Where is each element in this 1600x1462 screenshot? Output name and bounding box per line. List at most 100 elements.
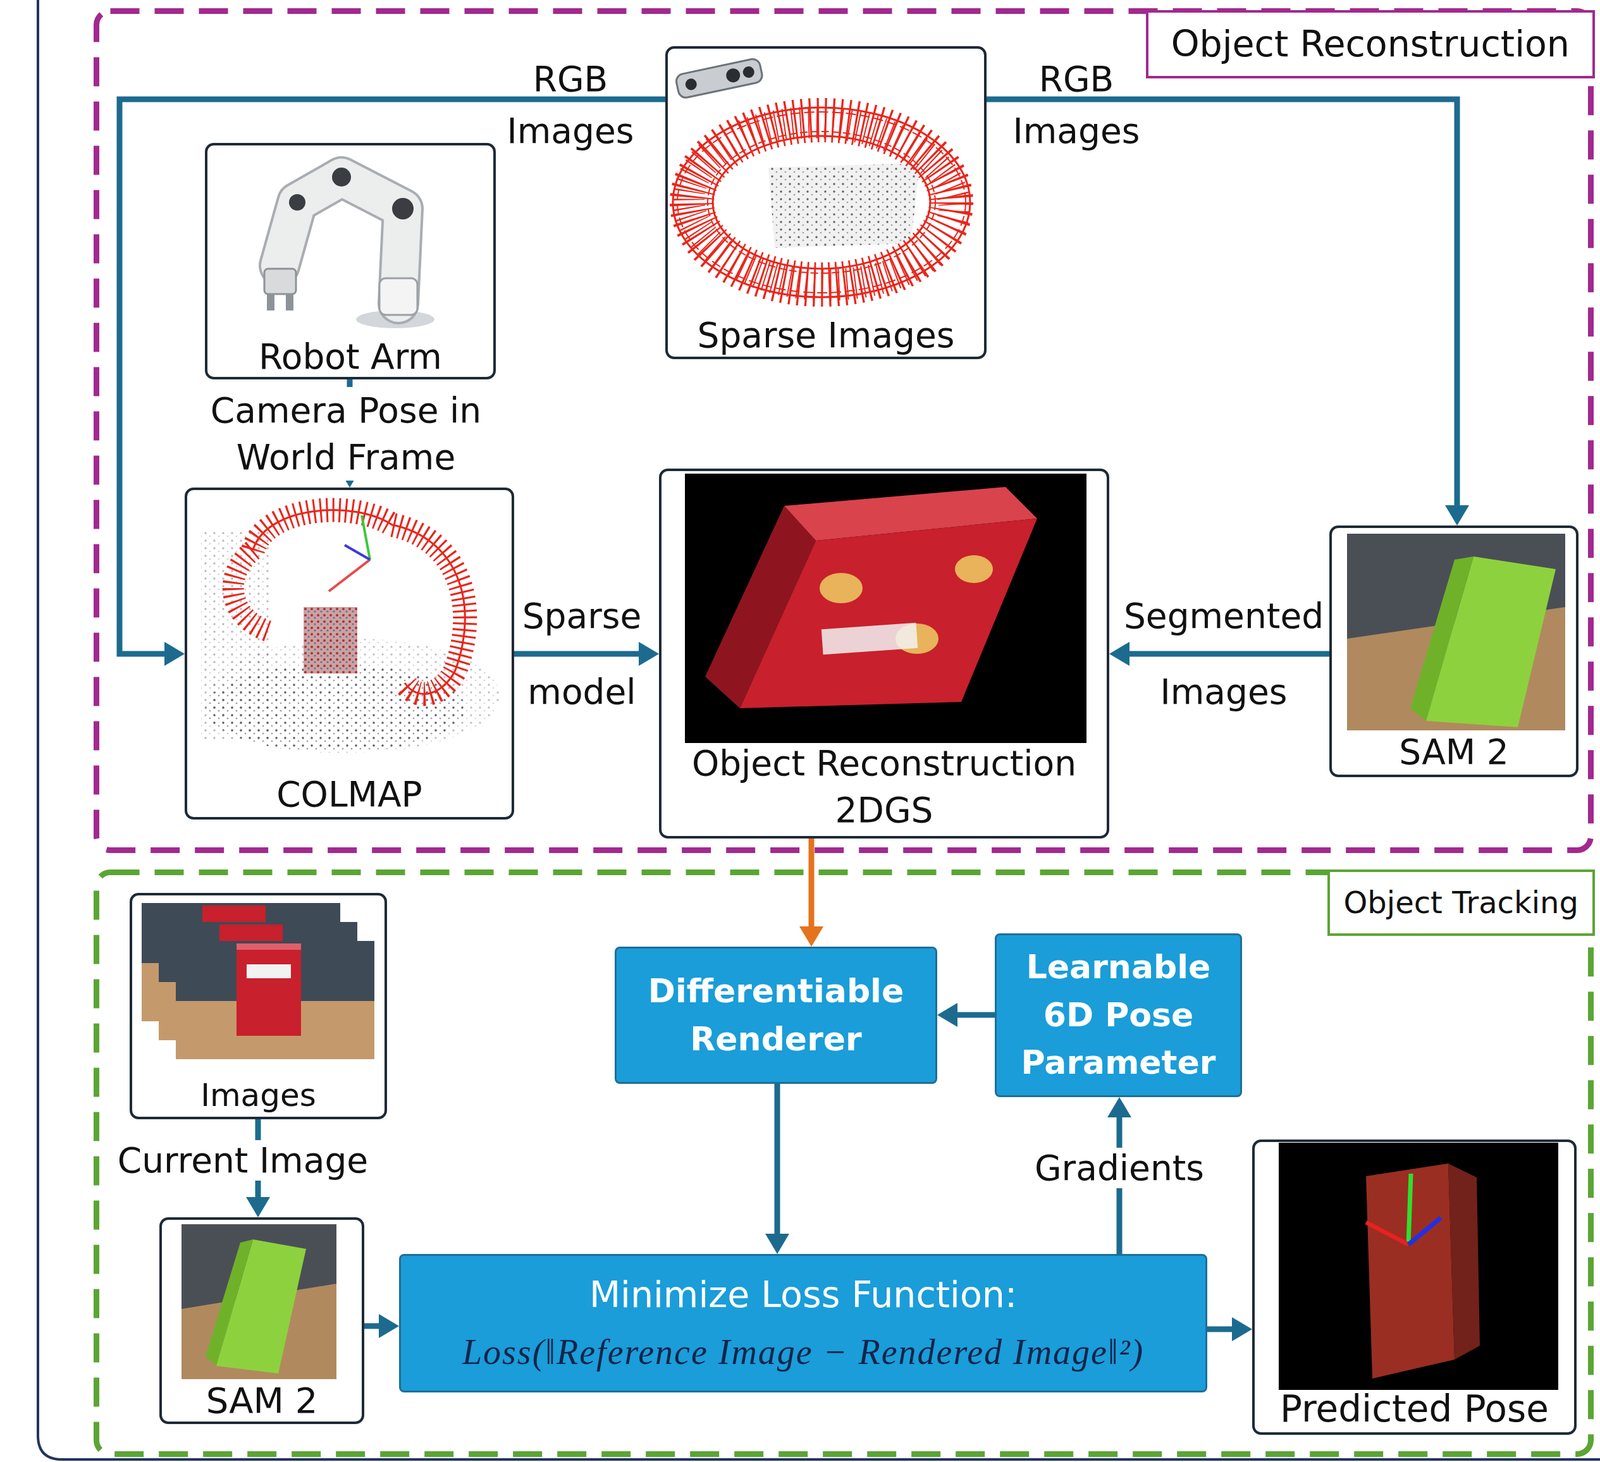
arm-joint bbox=[332, 167, 351, 187]
node-caption: SAM 2 bbox=[1398, 732, 1509, 772]
node-caption: COLMAP bbox=[276, 775, 423, 814]
image-box: Robot Arm bbox=[204, 142, 496, 380]
sparse-images-illustration bbox=[672, 57, 971, 298]
arrowhead bbox=[799, 926, 824, 947]
arrowhead bbox=[638, 641, 659, 666]
axis-z bbox=[1408, 1218, 1441, 1245]
cracker bbox=[819, 572, 863, 604]
predicted-pose-illustration bbox=[1278, 1142, 1559, 1391]
segmented-object-side bbox=[205, 1239, 253, 1367]
box-front-face bbox=[739, 518, 1038, 709]
box-side-face bbox=[1448, 1163, 1480, 1360]
edge-label: Gradients bbox=[1029, 1147, 1210, 1189]
connector-line bbox=[956, 1012, 995, 1019]
camera-body bbox=[674, 57, 764, 99]
render-background bbox=[684, 473, 1087, 744]
connector-line bbox=[808, 838, 815, 928]
sam2-bottom-illustration bbox=[181, 1224, 337, 1380]
node-caption: Images bbox=[200, 1078, 317, 1114]
edge-label-holder: Sparse model bbox=[512, 578, 652, 730]
group-heading: Object Tracking bbox=[1327, 869, 1595, 936]
arrowhead bbox=[246, 1197, 271, 1218]
edge-label: Current Image bbox=[112, 1140, 374, 1181]
process-box: Learnable 6D Pose Parameter bbox=[994, 933, 1243, 1098]
edge-label: Segmented Images bbox=[1116, 578, 1332, 730]
connector bbox=[765, 1083, 790, 1255]
camera-frustums bbox=[684, 115, 959, 292]
connector bbox=[364, 1314, 400, 1339]
gripper bbox=[264, 268, 296, 295]
edge-label-holder: RGB Images bbox=[994, 53, 1159, 157]
camera-lens bbox=[684, 77, 698, 92]
logo-band bbox=[821, 622, 918, 655]
arrowhead bbox=[1445, 505, 1470, 526]
frustum-ring bbox=[677, 111, 966, 293]
image-box: Images bbox=[129, 892, 388, 1120]
frustum-ring bbox=[712, 135, 931, 269]
axis-x bbox=[328, 559, 370, 592]
dashed-border bbox=[96, 11, 1592, 851]
scene-points-bg bbox=[768, 163, 921, 248]
outer-frame bbox=[37, 0, 1600, 1460]
connector-line bbox=[1207, 1326, 1234, 1333]
sam2-top-illustration bbox=[1347, 533, 1566, 731]
connector-line bbox=[514, 651, 640, 658]
camera-lens bbox=[741, 65, 756, 79]
process-label: Minimize Loss Function: bbox=[589, 1274, 1017, 1315]
edge-label-holder: Segmented Images bbox=[1116, 578, 1332, 730]
process-label: Differentiable Renderer bbox=[627, 967, 925, 1064]
connector-line bbox=[1128, 651, 1330, 658]
connector-line bbox=[364, 1323, 381, 1330]
image-box: SAM 2 bbox=[159, 1217, 365, 1425]
photo-background bbox=[1347, 533, 1566, 731]
scene-points bbox=[768, 163, 921, 248]
images-stack-illustration bbox=[141, 903, 375, 1060]
camera-trajectory bbox=[252, 510, 465, 695]
connector bbox=[119, 99, 666, 666]
node-caption: Sparse Images bbox=[696, 316, 955, 355]
box-top bbox=[236, 943, 302, 950]
connector bbox=[1207, 1317, 1253, 1342]
frustum-ring bbox=[672, 107, 971, 298]
node-caption: Predicted Pose bbox=[1280, 1389, 1549, 1430]
connector bbox=[986, 99, 1470, 526]
robot-arm-illustration bbox=[264, 167, 435, 329]
edge-label-holder: RGB Images bbox=[488, 53, 653, 157]
frustum-ring bbox=[707, 131, 936, 274]
edge-label: Sparse model bbox=[512, 578, 652, 730]
arrowhead bbox=[164, 641, 185, 666]
edge-label-holder: Current Image bbox=[112, 1140, 374, 1181]
gripper-finger bbox=[266, 294, 275, 311]
render-background bbox=[1278, 1142, 1559, 1391]
axis-x bbox=[1366, 1222, 1409, 1245]
colmap-illustration bbox=[201, 510, 500, 753]
image-box: COLMAP bbox=[184, 487, 515, 820]
formula: Loss(‖Reference Image − Rendered Image‖²… bbox=[462, 1333, 1145, 1373]
process-box: Minimize Loss Function: Loss(‖Reference I… bbox=[399, 1254, 1208, 1393]
process-box: Differentiable Renderer bbox=[614, 946, 938, 1084]
image-box: Sparse Images bbox=[665, 46, 987, 360]
object-points bbox=[303, 607, 358, 674]
group-heading: Object Reconstruction bbox=[1145, 10, 1595, 79]
edge-label: Camera Pose in World Frame bbox=[176, 387, 516, 481]
image-box: Object Reconstruction 2DGS bbox=[658, 468, 1110, 839]
box-front-face bbox=[1366, 1163, 1455, 1379]
axis-y bbox=[361, 515, 370, 560]
camera-trajectory bbox=[252, 510, 465, 695]
connector bbox=[937, 1003, 995, 1028]
connector bbox=[514, 641, 659, 666]
arrowhead bbox=[1107, 1097, 1132, 1118]
connector-line bbox=[986, 99, 1458, 507]
node-caption: SAM 2 bbox=[206, 1381, 319, 1421]
arm-base bbox=[379, 278, 418, 315]
depth-camera bbox=[674, 57, 764, 99]
edge-label: RGB Images bbox=[488, 53, 653, 157]
arrowhead bbox=[937, 1003, 958, 1028]
arm-joint bbox=[392, 197, 414, 220]
process-label: Learnable 6D Pose Parameter bbox=[1008, 943, 1230, 1087]
image-box: SAM 2 bbox=[1329, 525, 1579, 778]
camera-trajectory bbox=[233, 550, 272, 633]
reconstruction-illustration bbox=[684, 473, 1087, 744]
